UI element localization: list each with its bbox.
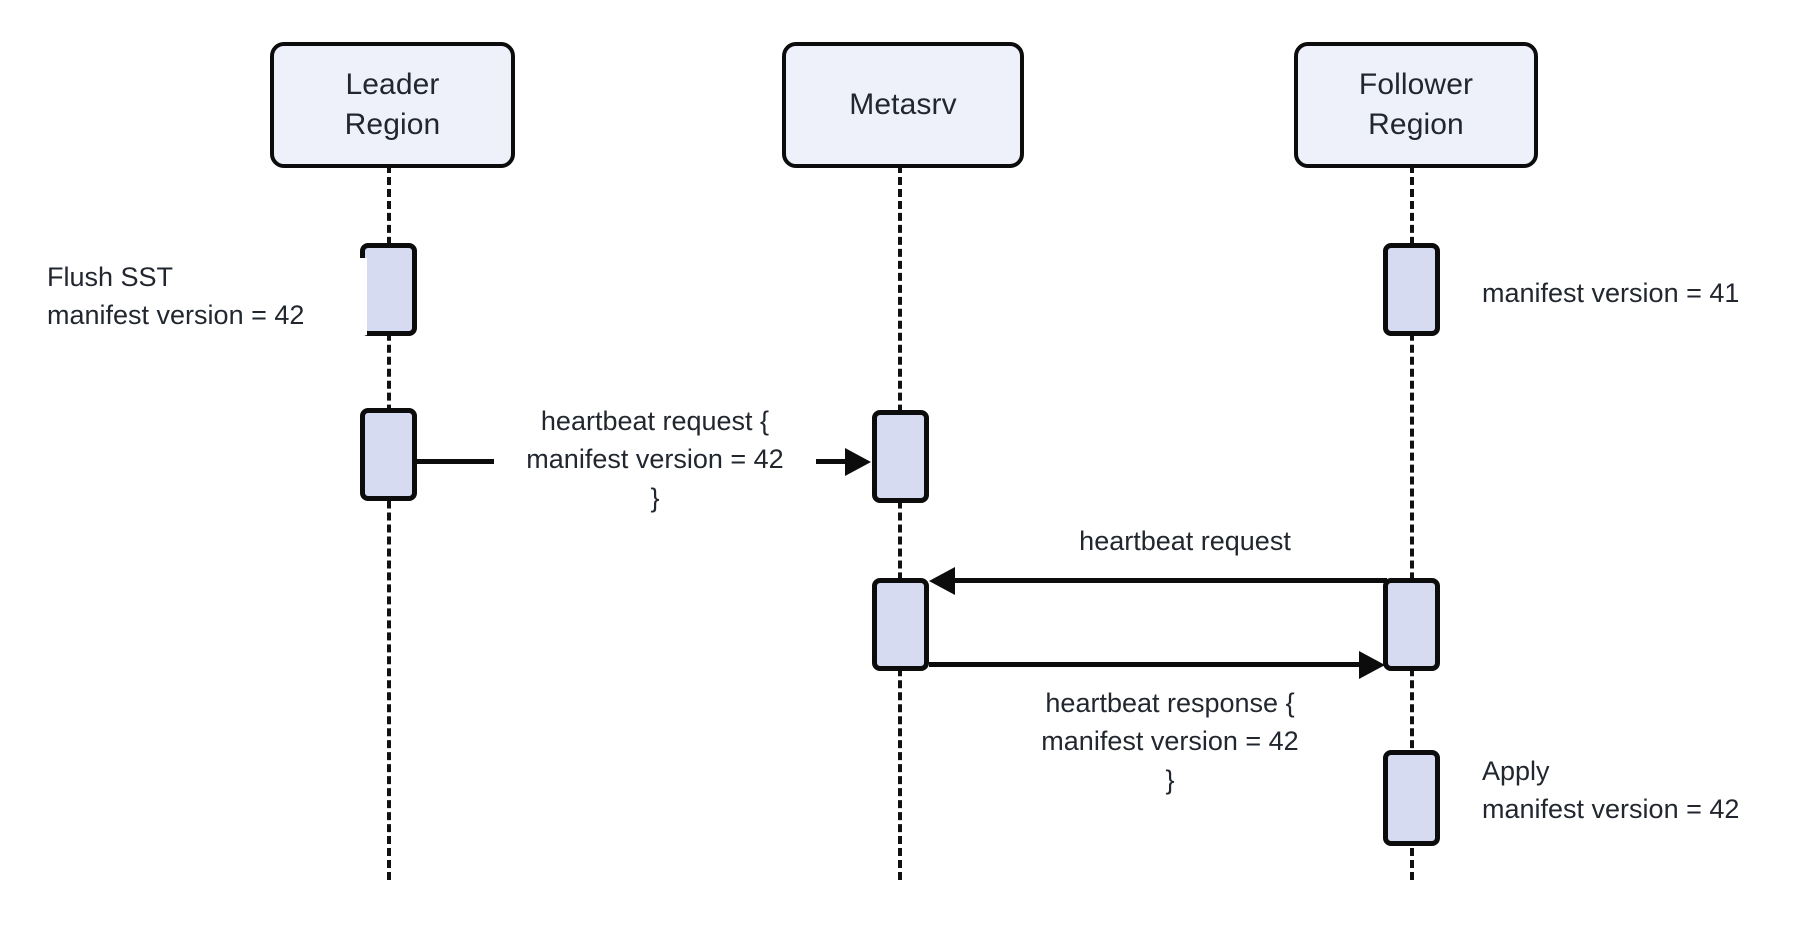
- note-flush-sst: Flush SST manifest version = 42: [47, 258, 367, 335]
- message-label-follower-heartbeat-request: heartbeat request: [975, 522, 1395, 561]
- activation-metasrv-receive-leader[interactable]: [872, 410, 929, 503]
- participant-metasrv[interactable]: Metasrv: [782, 42, 1024, 168]
- participant-label-follower: Follower Region: [1358, 68, 1474, 141]
- arrowhead-metasrv-to-follower: [1359, 651, 1385, 679]
- participant-follower-region[interactable]: Follower Region: [1294, 42, 1538, 168]
- note-apply-manifest-version: Apply manifest version = 42: [1482, 752, 1782, 829]
- lifeline-follower: [1410, 165, 1414, 880]
- arrowhead-follower-to-metasrv: [929, 567, 955, 595]
- message-line-metasrv-to-follower: [929, 662, 1361, 667]
- activation-follower-heartbeat[interactable]: [1383, 578, 1440, 671]
- activation-leader-heartbeat[interactable]: [360, 408, 417, 501]
- activation-metasrv-follower-exchange[interactable]: [872, 578, 929, 671]
- message-line-follower-to-metasrv: [955, 578, 1387, 583]
- activation-follower-apply[interactable]: [1383, 750, 1440, 846]
- participant-label-metasrv: Metasrv: [849, 88, 957, 122]
- lifeline-metasrv: [898, 165, 902, 880]
- participant-label-leader: Leader Region: [344, 68, 441, 141]
- message-label-leader-heartbeat-request: heartbeat request { manifest version = 4…: [494, 400, 816, 519]
- note-follower-manifest-version: manifest version = 41: [1482, 274, 1782, 313]
- message-label-heartbeat-response: heartbeat response { manifest version = …: [960, 684, 1380, 799]
- arrowhead-leader-to-metasrv: [845, 448, 871, 476]
- lifeline-leader: [387, 165, 391, 880]
- participant-leader-region[interactable]: Leader Region: [270, 42, 515, 168]
- activation-follower-version-41[interactable]: [1383, 243, 1440, 336]
- activation-leader-flush[interactable]: [360, 243, 417, 336]
